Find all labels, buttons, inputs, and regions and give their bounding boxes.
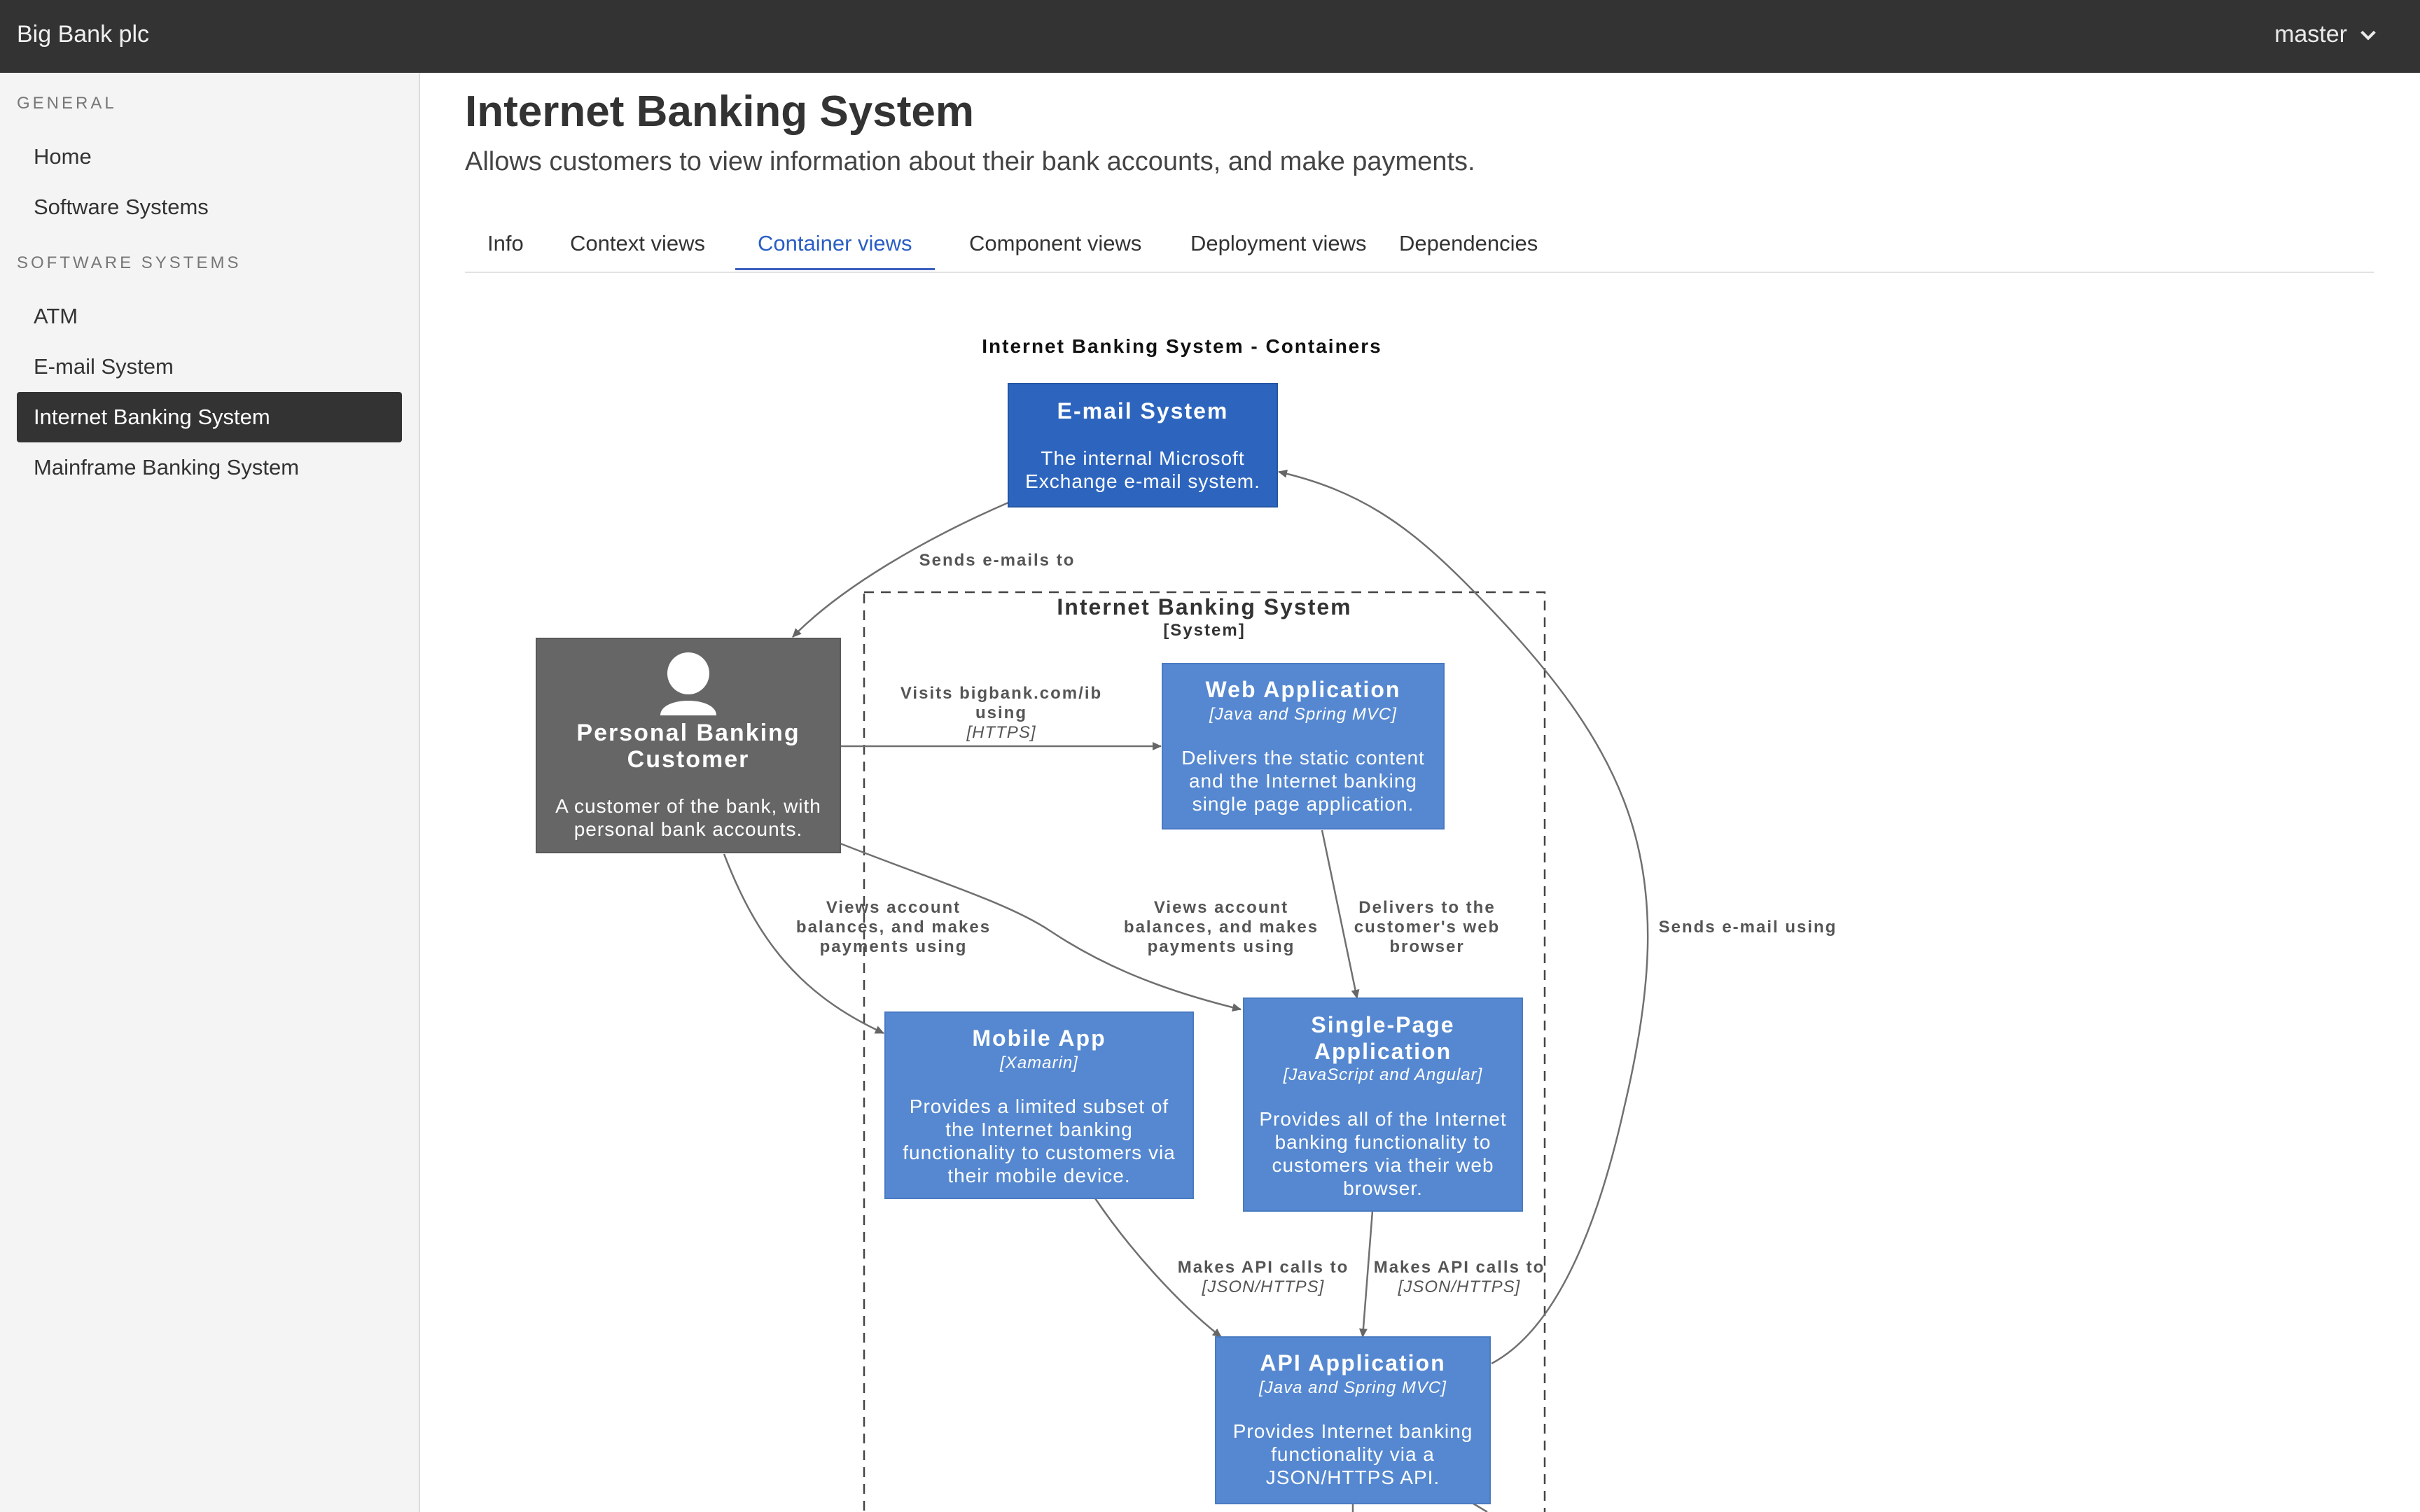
- edge-customer-to-mobile: [723, 853, 884, 1035]
- label-visits-tech: [HTTPS]: [966, 723, 1036, 742]
- sidebar-item-software-systems[interactable]: Software Systems: [34, 195, 209, 219]
- label-views-spa-line1: Views account: [1154, 898, 1288, 917]
- mobile-app-desc-2: the Internet banking: [945, 1119, 1133, 1140]
- mobile-app-name: Mobile App: [972, 1026, 1106, 1051]
- spa-tech: [JavaScript and Angular]: [1283, 1065, 1483, 1084]
- label-views-spa-line2: balances, and makes: [1124, 918, 1319, 937]
- chevron-down-icon: [2360, 30, 2376, 41]
- mobile-app-desc-3: functionality to customers via: [903, 1142, 1176, 1163]
- mobile-app-node[interactable]: Mobile App [Xamarin] Provides a limited …: [884, 1011, 1194, 1199]
- boundary-type: [System]: [1163, 621, 1245, 640]
- system-boundary: [863, 591, 1546, 1512]
- label-sends-emails: Sends e-mails to: [919, 551, 1076, 570]
- tab-container-views[interactable]: Container views: [735, 224, 935, 270]
- label-visits-line1: Visits bigbank.com/ib: [900, 684, 1102, 703]
- email-system-desc-1: The internal Microsoft: [1041, 447, 1244, 469]
- label-api-mobile: Makes API calls to: [1178, 1258, 1349, 1277]
- web-app-desc-2: and the Internet banking: [1189, 770, 1417, 792]
- mobile-app-desc-1: Provides a limited subset of: [910, 1096, 1169, 1117]
- label-delivers-line2: customer's web: [1354, 918, 1500, 937]
- edge-spa-to-api: [1358, 1210, 1374, 1338]
- branch-selector[interactable]: master: [2274, 21, 2378, 48]
- edge-customer-to-spa: [840, 842, 1242, 1012]
- spa-desc-4: browser.: [1343, 1177, 1423, 1199]
- page-subtitle: Allows customers to view information abo…: [465, 147, 1475, 176]
- tab-dependencies[interactable]: Dependencies: [1399, 231, 1538, 255]
- email-system-node[interactable]: E-mail System The internal Microsoft Exc…: [1008, 383, 1278, 507]
- sidebar-item-mainframe-banking-system[interactable]: Mainframe Banking System: [34, 455, 300, 479]
- spa-name-2: Application: [1314, 1039, 1452, 1064]
- api-app-desc-3: JSON/HTTPS API.: [1266, 1466, 1440, 1488]
- web-application-node[interactable]: Web Application [Java and Spring MVC] De…: [1162, 663, 1445, 830]
- web-app-tech: [Java and Spring MVC]: [1209, 705, 1397, 724]
- api-app-desc-2: functionality via a: [1271, 1443, 1435, 1465]
- sidebar-item-email-system[interactable]: E-mail System: [34, 354, 174, 379]
- label-views-mobile-line1: Views account: [826, 898, 961, 917]
- spa-name-1: Single-Page: [1311, 1012, 1454, 1037]
- view-tabs: Info Context views Container views Compo…: [465, 224, 2374, 273]
- api-application-node[interactable]: API Application [Java and Spring MVC] Pr…: [1215, 1336, 1491, 1504]
- api-app-desc-1: Provides Internet banking: [1233, 1420, 1473, 1442]
- edge-email-to-customer: [792, 501, 1009, 638]
- label-views-mobile-line2: balances, and makes: [796, 918, 991, 937]
- spa-desc-1: Provides all of the Internet: [1259, 1108, 1506, 1130]
- branch-label: master: [2274, 21, 2347, 48]
- email-system-desc-2: Exchange e-mail system.: [1025, 470, 1260, 492]
- label-delivers-line1: Delivers to the: [1358, 898, 1495, 917]
- sidebar-section-software-systems: SOFTWARE SYSTEMS: [17, 253, 242, 272]
- web-app-desc-1: Delivers the static content: [1181, 747, 1425, 769]
- boundary-name: Internet Banking System: [1057, 594, 1351, 620]
- email-system-name: E-mail System: [1057, 398, 1229, 424]
- mobile-app-tech: [Xamarin]: [999, 1054, 1078, 1072]
- person-icon: [660, 652, 716, 715]
- single-page-application-node[interactable]: Single-Page Application [JavaScript and …: [1243, 997, 1523, 1212]
- tab-deployment-views[interactable]: Deployment views: [1190, 231, 1367, 255]
- edge-api-bottom-2: [1473, 1502, 1488, 1512]
- web-app-name: Web Application: [1206, 677, 1401, 702]
- mobile-app-desc-4: their mobile device.: [947, 1165, 1130, 1186]
- brand-title[interactable]: Big Bank plc: [17, 21, 149, 48]
- sidebar-section-general: GENERAL: [17, 94, 117, 113]
- label-api-spa-tech: [JSON/HTTPS]: [1398, 1278, 1521, 1296]
- label-api-spa: Makes API calls to: [1374, 1258, 1545, 1277]
- label-delivers-line3: browser: [1389, 937, 1464, 956]
- top-bar: Big Bank plc master: [0, 0, 2420, 73]
- sidebar-item-home[interactable]: Home: [34, 144, 92, 169]
- label-api-mobile-tech: [JSON/HTTPS]: [1202, 1278, 1325, 1296]
- page-title: Internet Banking System: [465, 88, 974, 136]
- spa-desc-3: customers via their web: [1272, 1154, 1494, 1176]
- customer-desc-1: A customer of the bank, with: [555, 795, 821, 817]
- api-app-name: API Application: [1260, 1350, 1445, 1376]
- label-views-spa-line3: payments using: [1148, 937, 1295, 956]
- edge-api-to-email: [1278, 469, 1649, 1365]
- spa-desc-2: banking functionality to: [1275, 1131, 1491, 1153]
- customer-name-2: Customer: [627, 746, 750, 773]
- edge-mobile-to-api: [1094, 1198, 1222, 1338]
- sidebar-item-atm[interactable]: ATM: [34, 304, 78, 328]
- label-views-mobile-line3: payments using: [820, 937, 968, 956]
- customer-desc-2: personal bank accounts.: [574, 818, 803, 840]
- api-app-tech: [Java and Spring MVC]: [1258, 1378, 1447, 1397]
- tab-context-views[interactable]: Context views: [570, 231, 705, 255]
- tab-component-views[interactable]: Component views: [969, 231, 1142, 255]
- edge-webapp-to-spa: [1321, 830, 1360, 999]
- tab-info[interactable]: Info: [487, 231, 524, 255]
- label-visits-line2: using: [975, 704, 1027, 722]
- customer-node[interactable]: Personal Banking Customer A customer of …: [536, 638, 841, 853]
- customer-name-1: Personal Banking: [576, 720, 800, 746]
- web-app-desc-3: single page application.: [1192, 793, 1414, 815]
- diagram-title: Internet Banking System - Containers: [982, 335, 1382, 357]
- label-sends-email-using: Sends e-mail using: [1659, 918, 1837, 937]
- sidebar-item-internet-banking-system[interactable]: Internet Banking System: [17, 392, 402, 442]
- sidebar: GENERAL Home Software Systems SOFTWARE S…: [0, 73, 420, 1512]
